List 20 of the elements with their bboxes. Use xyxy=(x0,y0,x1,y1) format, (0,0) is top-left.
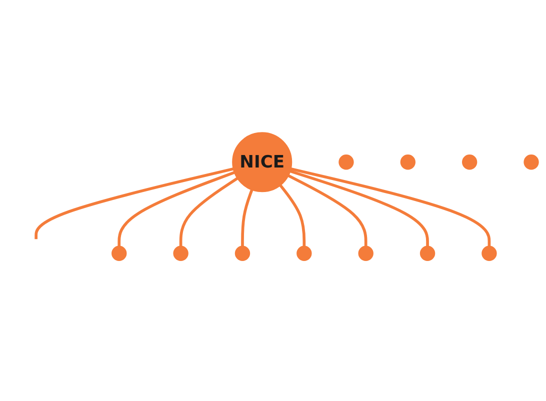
node-circle xyxy=(296,246,312,262)
connector xyxy=(118,172,235,247)
connector xyxy=(290,168,491,247)
node-circle xyxy=(462,154,478,170)
node-circle xyxy=(112,246,127,262)
node-circle xyxy=(234,246,250,262)
connector xyxy=(288,174,368,247)
node-circle xyxy=(524,154,539,170)
node-circle: NICE xyxy=(232,132,292,193)
node-circle xyxy=(420,246,436,262)
connector xyxy=(279,184,306,247)
connector xyxy=(290,170,429,247)
node-circle xyxy=(400,154,416,170)
connector xyxy=(34,168,234,240)
node-circle xyxy=(173,246,188,262)
connector xyxy=(179,178,238,247)
connector xyxy=(241,190,254,247)
node-circle xyxy=(482,246,497,262)
node-circle xyxy=(338,154,354,170)
node-circle xyxy=(358,246,374,262)
